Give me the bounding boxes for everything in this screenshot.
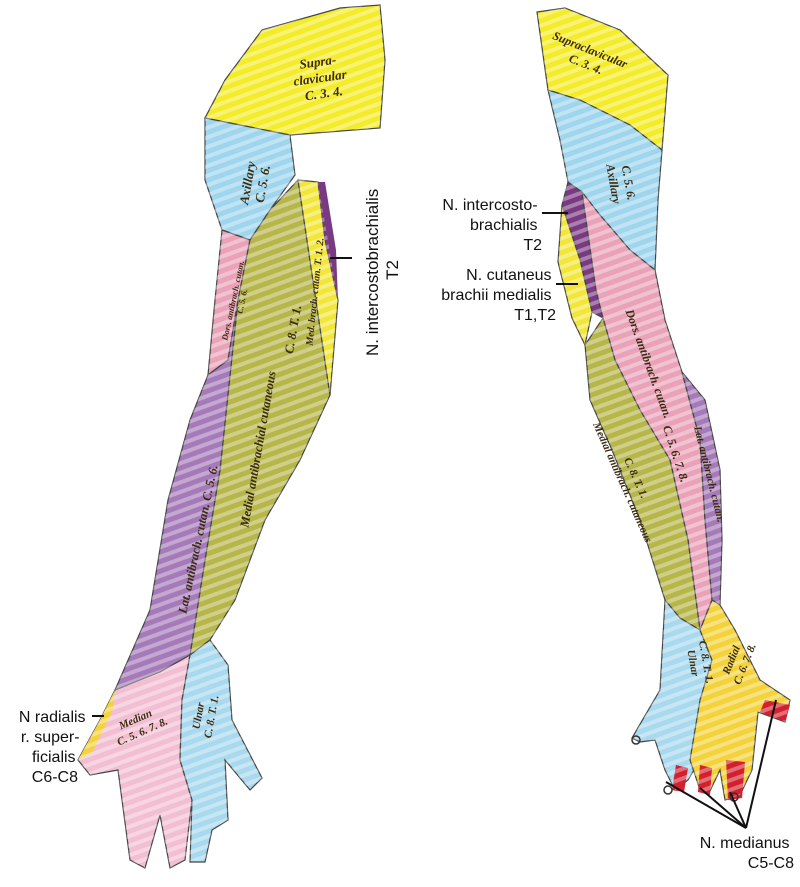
- annot-intercosto-left-3: T2: [523, 237, 542, 254]
- annot-intercosto-left-2: brachialis: [470, 217, 538, 234]
- leader-medianus: [665, 699, 777, 829]
- annot-cut-brach-3: T1,T2: [514, 307, 556, 324]
- ant-supraclavicular-label-3: C. 3. 4.: [304, 83, 344, 103]
- annotations: N. intercostobrachialis T2 N. intercosto…: [19, 184, 794, 872]
- post-stripe-overlay: [537, 8, 790, 800]
- svg-text:Ulnar C. 8. T. 1.: Ulnar C. 8. T. 1.: [683, 640, 715, 687]
- anterior-arm: Supra- clavicular C. 3. 4. Axillary C. 5…: [77, 4, 386, 869]
- annot-intercosto-right-2: T2: [383, 260, 402, 280]
- svg-text:Supra- clavicular: Supra- clavicular C. 3. 4.: [290, 50, 353, 104]
- post-axillary-label-2: C. 5. 6.: [619, 164, 639, 201]
- annot-radialis-3: ficialis: [32, 749, 76, 766]
- annot-intercosto-left-1: N. intercosto-: [442, 197, 537, 214]
- ant-supraclavicular-label-1: Supra-: [298, 52, 337, 72]
- annot-cut-brach-2: brachii medialis: [441, 287, 551, 304]
- svg-text:N. intercostobrachialis: N. intercostobrachialis T2: [363, 184, 402, 356]
- post-nail-little: [631, 735, 641, 745]
- annot-intercosto-right-1: N. intercostobrachialis: [363, 189, 382, 356]
- svg-text:N. medianus C5-C8: N. medianus C5-C8: [700, 835, 794, 872]
- annot-cut-brach-1: N. cutaneus: [466, 267, 551, 284]
- post-ulnar-label-1: Ulnar: [684, 649, 701, 678]
- annot-medianus-2: C5-C8: [748, 855, 794, 872]
- svg-text:Axillary C. 5. 6.: Axillary C. 5. 6.: [236, 157, 274, 209]
- svg-text:N. intercosto- brachiali: N. intercosto- brachialis T2: [442, 197, 542, 254]
- annot-radialis-2: r. super-: [21, 729, 80, 746]
- ant-stripe-overlay: [78, 5, 385, 868]
- annot-medianus-1: N. medianus: [700, 835, 790, 852]
- ant-supraclavicular-label-2: clavicular: [292, 66, 348, 88]
- svg-text:N radialis r. super-: N radialis r. super- ficialis C6-C8: [19, 709, 90, 786]
- post-nail-ring: [663, 785, 673, 795]
- posterior-arm: Supraclavicular C. 3. 4. Axillary C. 5. …: [536, 7, 791, 802]
- annot-radialis-1: N radialis: [19, 709, 86, 726]
- ant-axillary-label-2: C. 5. 6.: [252, 164, 273, 204]
- svg-text:N. cutaneus brachii medi: N. cutaneus brachii medialis T1,T2: [441, 267, 556, 324]
- ant-ulnar-label-1: Ulnar: [191, 701, 208, 730]
- annot-radialis-4: C6-C8: [32, 769, 78, 786]
